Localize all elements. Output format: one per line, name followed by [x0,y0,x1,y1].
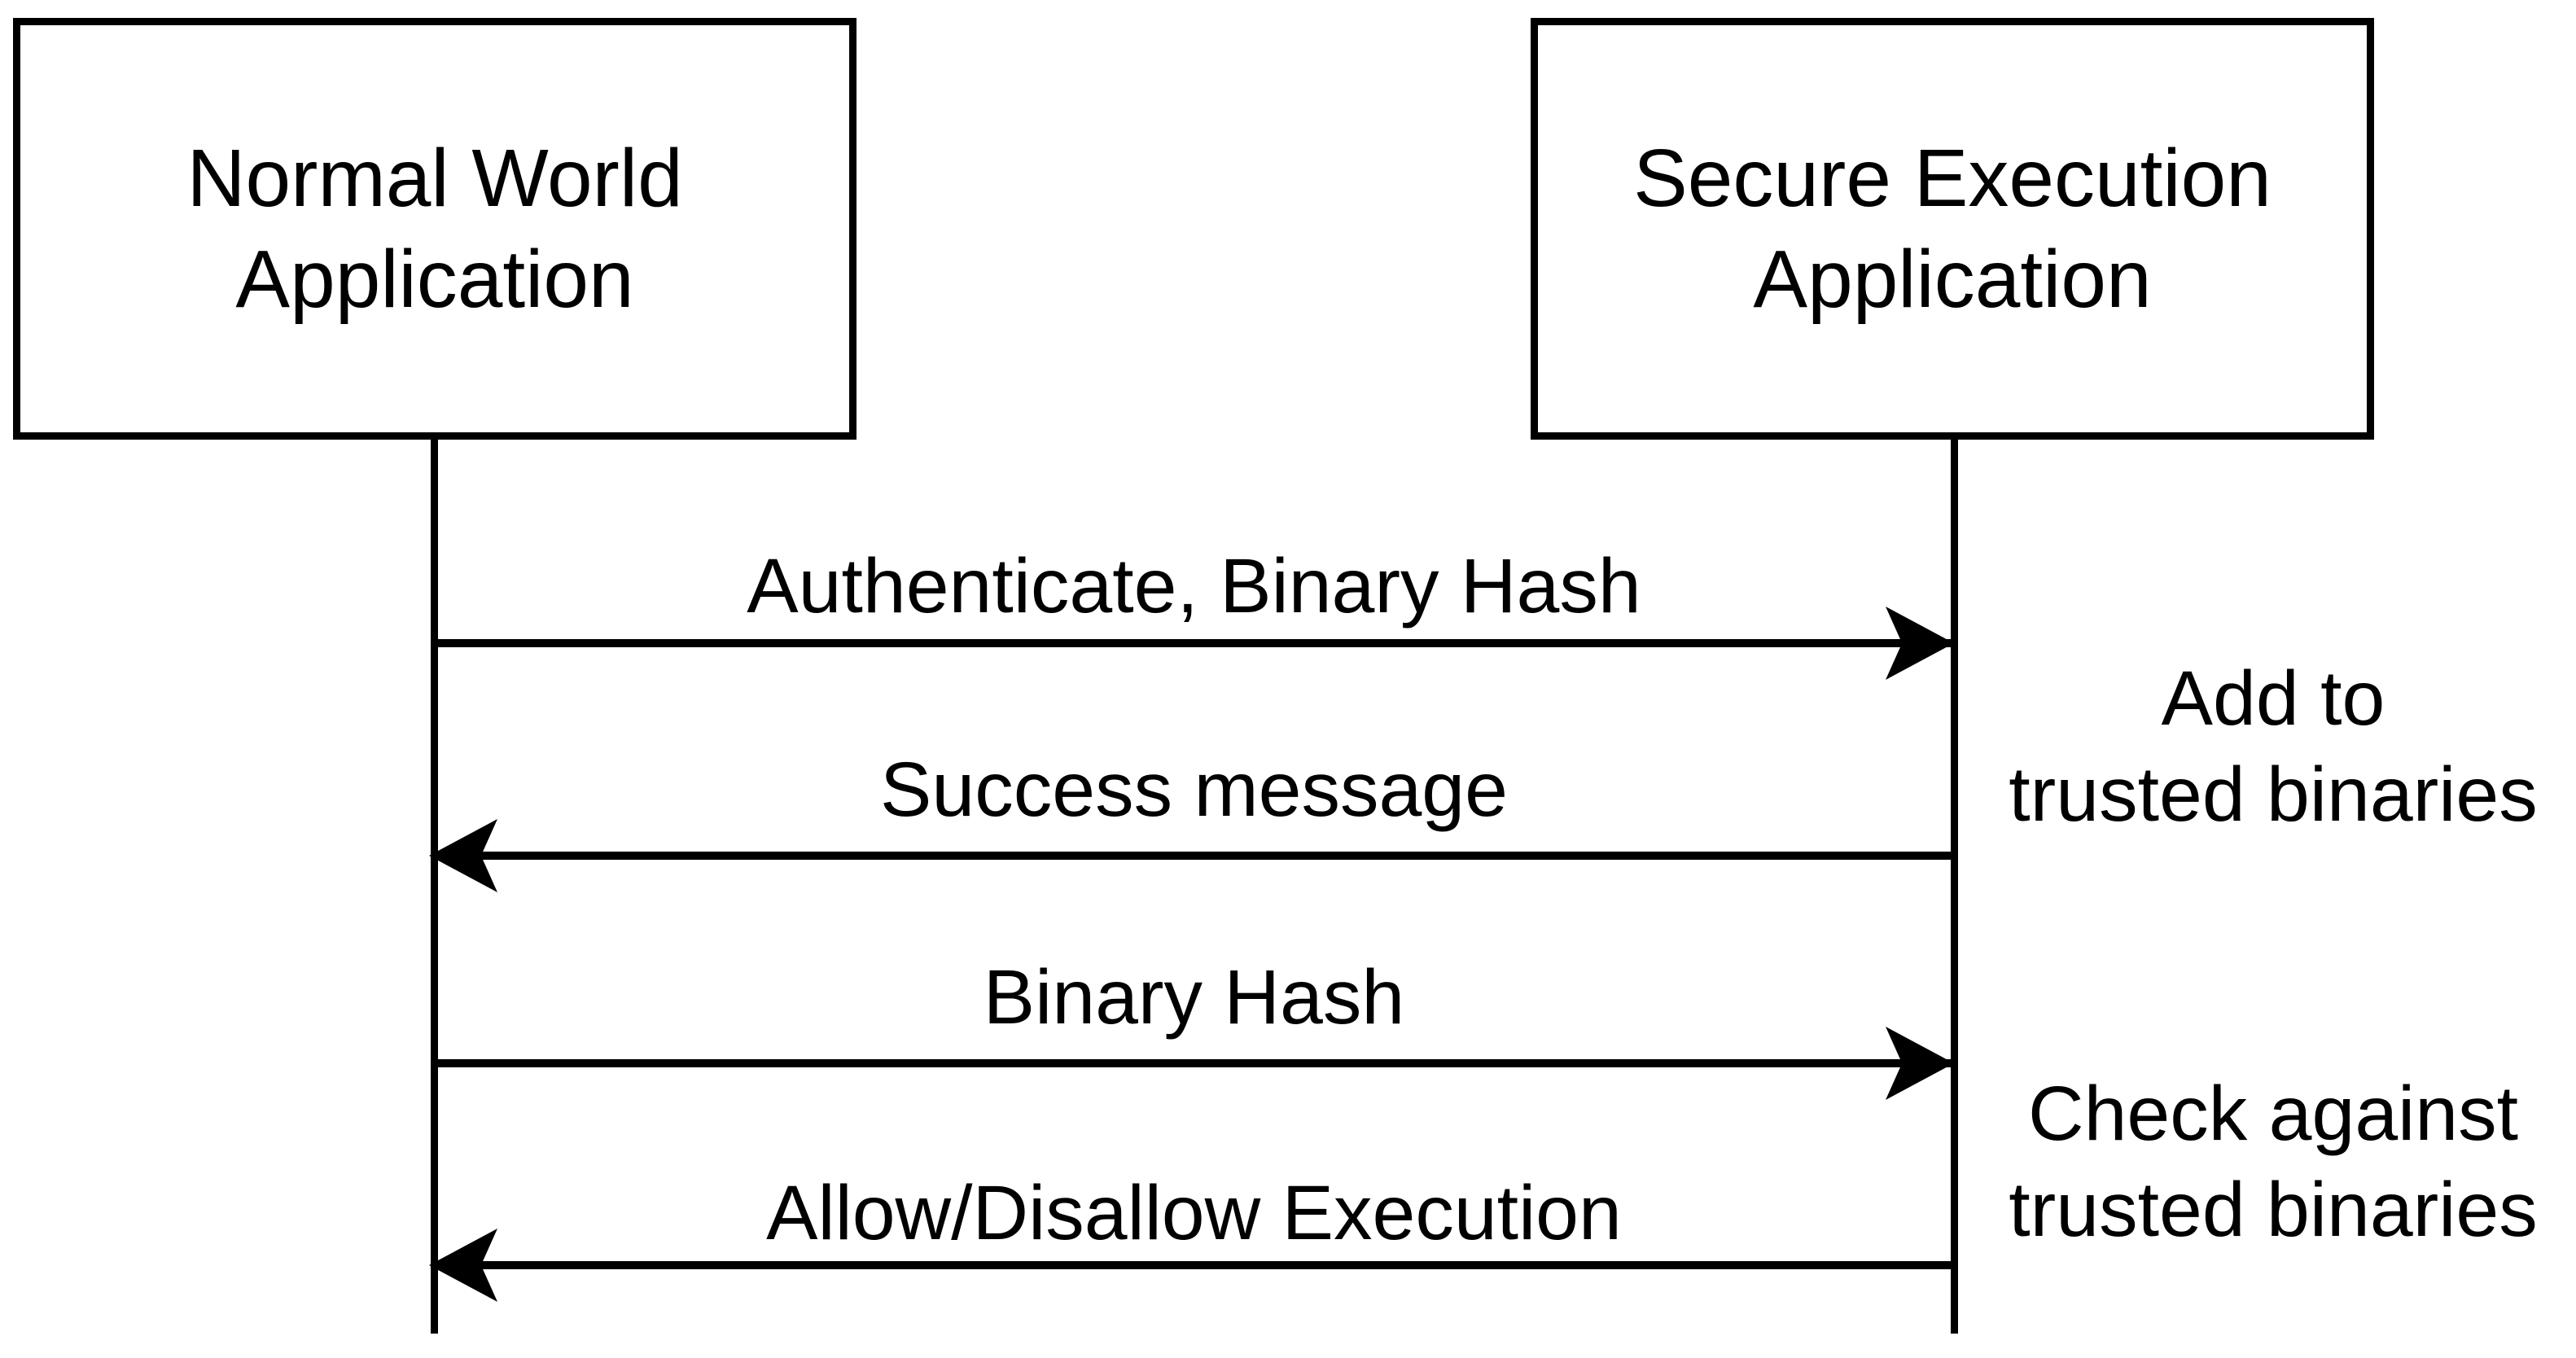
actor-box-normal-world: Normal World Application [13,18,856,440]
message-line-success [434,852,1954,860]
actor-box-secure-execution: Secure Execution Application [1531,18,2374,440]
message-label-binary-hash: Binary Hash [983,954,1405,1040]
message-label-allow-disallow: Allow/Disallow Execution [766,1170,1622,1256]
lifeline-secure-execution [1951,436,1958,1334]
message-label-success: Success message [880,747,1508,833]
actor-label-secure-execution: Secure Execution Application [1633,133,2272,325]
message-line-authenticate [434,639,1954,647]
lifeline-normal-world [431,440,438,1334]
message-line-binary-hash [434,1059,1954,1067]
message-label-authenticate: Authenticate, Binary Hash [747,543,1641,629]
note-check-against-trusted-binaries: Check against trusted binaries [2009,1071,2538,1253]
note-add-to-trusted-binaries: Add to trusted binaries [2009,655,2538,838]
actor-label-normal-world: Normal World Application [186,133,683,325]
message-line-allow-disallow [434,1261,1954,1269]
